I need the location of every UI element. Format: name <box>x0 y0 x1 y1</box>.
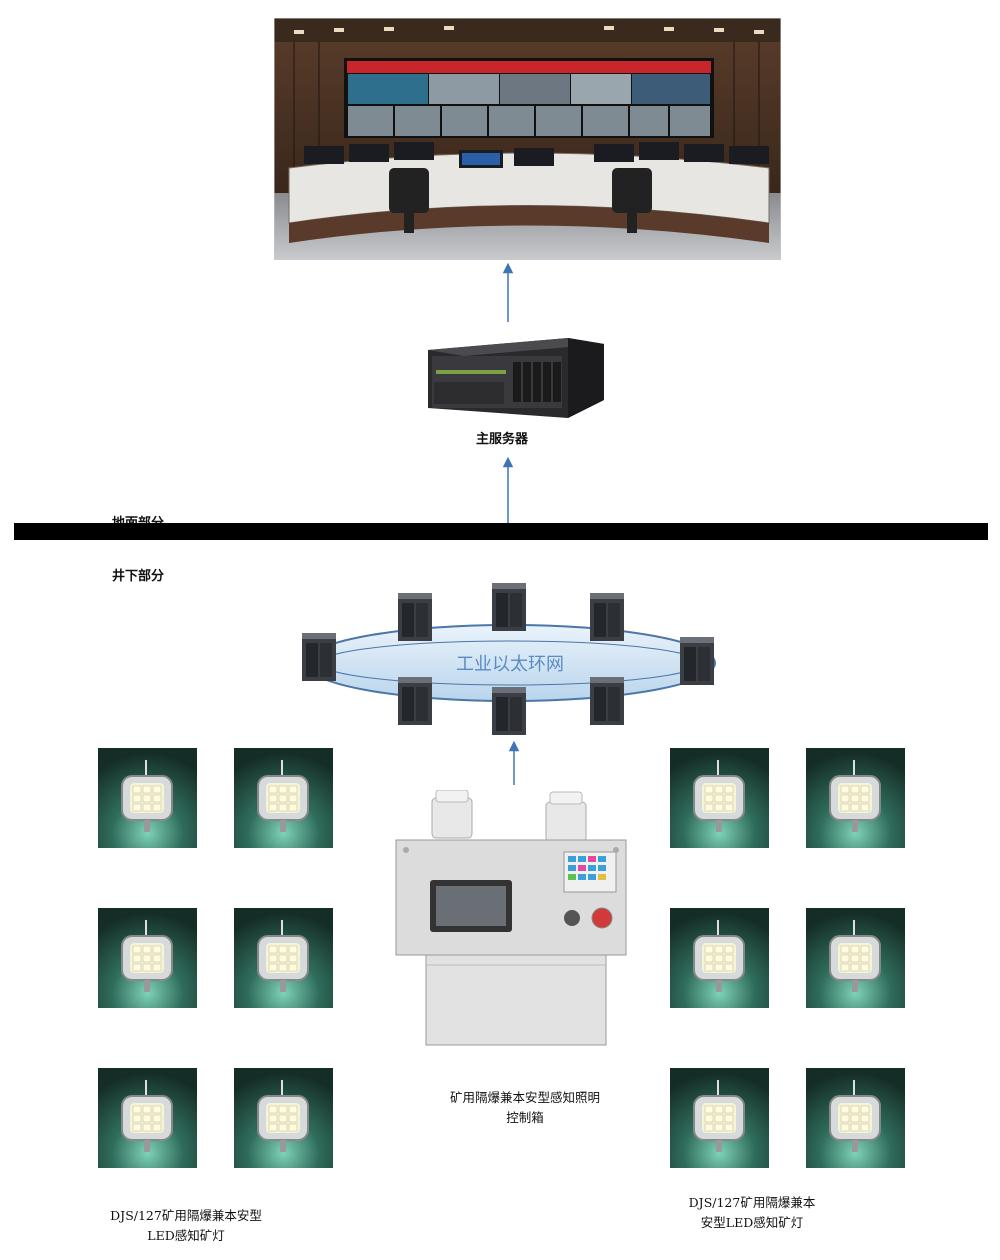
control-room-photo <box>274 18 781 260</box>
lamp-caption-right: DJS/127矿用隔爆兼本 安型LED感知矿灯 <box>672 1193 832 1233</box>
ring-server-node <box>492 687 526 735</box>
lamp-caption-left-line-2: LED感知矿灯 <box>147 1228 225 1243</box>
led-mine-lamp <box>98 908 197 1008</box>
led-mine-lamp <box>234 908 333 1008</box>
led-mine-lamp <box>670 908 769 1008</box>
led-mine-lamp <box>234 1068 333 1168</box>
ring-server-node <box>302 633 336 681</box>
led-mine-lamp <box>234 748 333 848</box>
lighting-control-box-image <box>386 789 634 1048</box>
ring-server-node <box>492 583 526 631</box>
lamp-caption-left-line-1: DJS/127矿用隔爆兼本安型 <box>110 1208 262 1223</box>
control-box-caption: 矿用隔爆兼本安型感知照明 控制箱 <box>425 1088 625 1128</box>
lamp-caption-right-line-2: 安型LED感知矿灯 <box>700 1215 804 1230</box>
main-server-image <box>418 330 606 420</box>
led-mine-lamp <box>806 748 905 848</box>
control-box-caption-line-2: 控制箱 <box>506 1110 544 1125</box>
ring-server-node <box>590 593 624 641</box>
network-label: 工业以太环网 <box>456 654 564 675</box>
led-mine-lamp <box>98 748 197 848</box>
underground-section-label: 井下部分 <box>112 569 165 584</box>
section-divider <box>14 523 988 540</box>
led-mine-lamp <box>670 748 769 848</box>
led-mine-lamp <box>806 1068 905 1168</box>
control-box-caption-line-1: 矿用隔爆兼本安型感知照明 <box>449 1090 600 1105</box>
ring-server-node <box>590 677 624 725</box>
led-mine-lamp <box>806 908 905 1008</box>
ring-server-node <box>398 677 432 725</box>
ethernet-ring-network: 工业以太环网 <box>290 575 730 750</box>
lamp-caption-right-line-1: DJS/127矿用隔爆兼本 <box>688 1195 816 1210</box>
ring-server-node <box>398 593 432 641</box>
server-label: 主服务器 <box>476 432 529 447</box>
ring-server-node <box>680 637 714 685</box>
led-mine-lamp <box>98 1068 197 1168</box>
led-mine-lamp <box>670 1068 769 1168</box>
lamp-caption-left: DJS/127矿用隔爆兼本安型 LED感知矿灯 <box>96 1206 276 1246</box>
